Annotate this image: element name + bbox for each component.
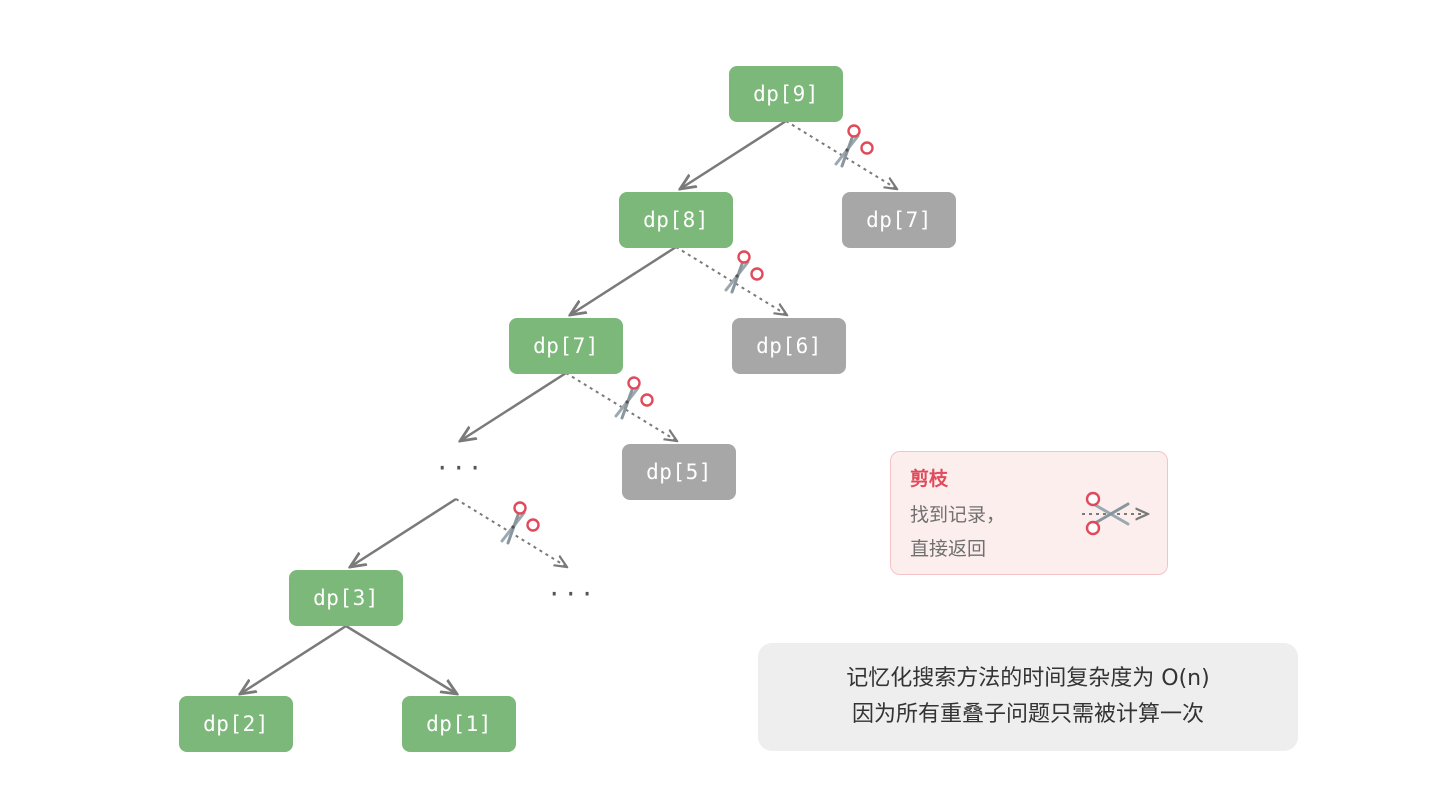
node-dp1: dp[1] (402, 696, 516, 752)
scissors-icon (724, 250, 764, 294)
node-dp6-pruned: dp[6] (732, 318, 846, 374)
pruning-legend: 剪枝 找到记录， 直接返回 (890, 451, 1168, 575)
edge-dp8-dp7 (570, 245, 677, 315)
edge-dp3-dp2 (240, 624, 347, 694)
node-dp5-pruned: dp[5] (622, 444, 736, 500)
node-dp2: dp[2] (179, 696, 293, 752)
node-dp8: dp[8] (619, 192, 733, 248)
ellipsis-node: ··· (435, 454, 485, 482)
legend-title: 剪枝 (910, 468, 949, 490)
edge-dp9-dp8 (680, 119, 787, 189)
node-dp7-pruned: dp[7] (842, 192, 956, 248)
ellipsis-node: ··· (547, 580, 597, 608)
complexity-note: 记忆化搜索方法的时间复杂度为 O(n) 因为所有重叠子问题只需被计算一次 (758, 643, 1298, 751)
note-line: 记忆化搜索方法的时间复杂度为 O(n) (846, 666, 1210, 691)
scissors-icon (834, 124, 874, 168)
note-line: 因为所有重叠子问题只需被计算一次 (851, 702, 1204, 727)
node-dp9: dp[9] (729, 66, 843, 122)
edge-dp7-ellipsis (460, 371, 567, 441)
scissors-icon (1082, 491, 1154, 536)
edge-dp3-dp1 (345, 624, 457, 694)
node-dp3: dp[3] (289, 570, 403, 626)
scissors-icon (614, 376, 654, 420)
edge-ellipsis-dp3 (350, 497, 457, 567)
legend-desc-line: 直接返回 (910, 538, 987, 560)
legend-desc-line: 找到记录， (910, 504, 1006, 526)
legend-description: 找到记录， 直接返回 (910, 498, 1060, 566)
scissors-icon (500, 501, 540, 545)
node-dp7: dp[7] (509, 318, 623, 374)
